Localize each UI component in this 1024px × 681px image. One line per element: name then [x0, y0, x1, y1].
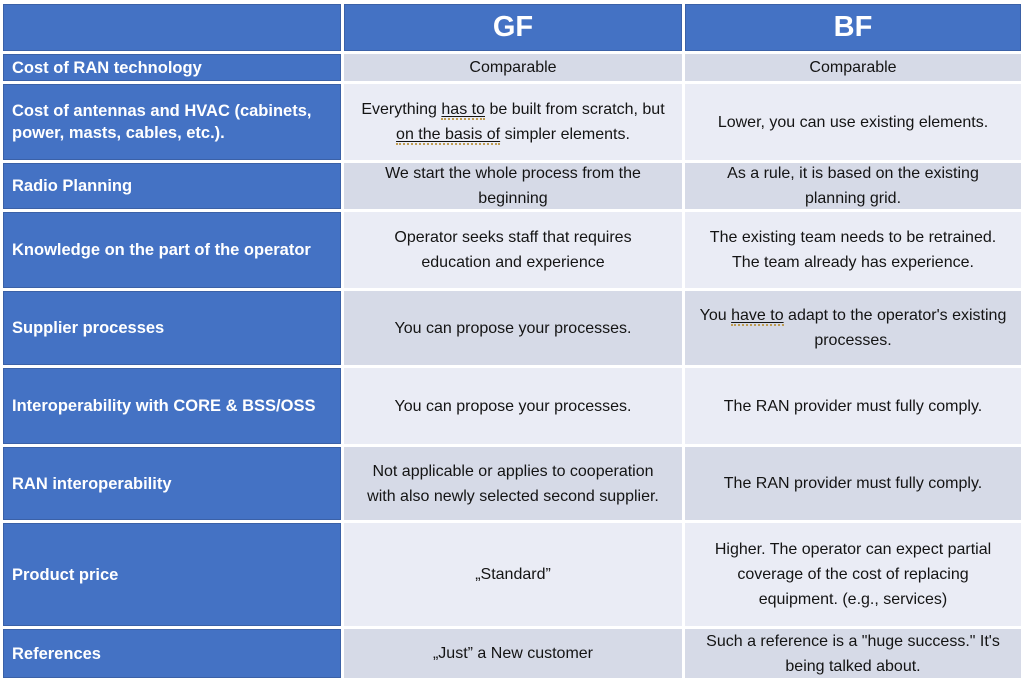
corner-header-cell	[3, 4, 341, 51]
bf-cell-radio-planning: As a rule, it is based on the existing p…	[685, 163, 1021, 209]
bf-cell-ran-interoperability: The RAN provider must fully comply.	[685, 447, 1021, 520]
row-label-ran-interoperability: RAN interoperability	[3, 447, 341, 520]
bf-cell-cost-of-ran-technology: Comparable	[685, 54, 1021, 81]
row-label-interoperability-core-bss-oss: Interoperability with CORE & BSS/OSS	[3, 368, 341, 444]
gf-cell-product-price: „Standard”	[344, 523, 682, 626]
rich-text: You have to adapt to the operator's exis…	[699, 303, 1007, 353]
gf-cell-radio-planning: We start the whole process from the begi…	[344, 163, 682, 209]
bf-cell-interoperability-core-bss-oss: The RAN provider must fully comply.	[685, 368, 1021, 444]
text-segment: simpler elements.	[500, 126, 630, 143]
row-label-cost-of-ran-technology: Cost of RAN technology	[3, 54, 341, 81]
bf-cell-cost-of-antennas-hvac: Lower, you can use existing elements.	[685, 84, 1021, 160]
gf-cell-cost-of-antennas-hvac: Everything has to be built from scratch,…	[344, 84, 682, 160]
row-label-product-price: Product price	[3, 523, 341, 626]
text-segment: Everything	[361, 101, 442, 118]
column-header-gf: GF	[344, 4, 682, 51]
gf-cell-interoperability-core-bss-oss: You can propose your processes.	[344, 368, 682, 444]
text-segment: You	[699, 307, 732, 324]
bf-cell-product-price: Higher. The operator can expect partial …	[685, 523, 1021, 626]
bf-cell-knowledge-of-operator: The existing team needs to be retrained.…	[685, 212, 1021, 288]
grammar-underlined-text: has to	[441, 101, 485, 120]
text-segment: be built from scratch, but	[485, 101, 665, 118]
rich-text: Everything has to be built from scratch,…	[358, 97, 668, 147]
row-label-radio-planning: Radio Planning	[3, 163, 341, 209]
bf-cell-references: Such a reference is a "huge success." It…	[685, 629, 1021, 678]
row-label-cost-of-antennas-hvac: Cost of antennas and HVAC (cabinets, pow…	[3, 84, 341, 160]
row-label-knowledge-of-operator: Knowledge on the part of the operator	[3, 212, 341, 288]
row-label-supplier-processes: Supplier processes	[3, 291, 341, 365]
grammar-underlined-text: on the basis of	[396, 126, 501, 145]
gf-cell-cost-of-ran-technology: Comparable	[344, 54, 682, 81]
gf-cell-ran-interoperability: Not applicable or applies to cooperation…	[344, 447, 682, 520]
bf-cell-supplier-processes: You have to adapt to the operator's exis…	[685, 291, 1021, 365]
grammar-underlined-text: have to	[731, 307, 784, 326]
row-label-references: References	[3, 629, 341, 678]
gf-cell-references: „Just” a New customer	[344, 629, 682, 678]
column-header-bf: BF	[685, 4, 1021, 51]
text-segment: adapt to the operator's existing process…	[783, 307, 1007, 349]
gf-cell-knowledge-of-operator: Operator seeks staff that requires educa…	[344, 212, 682, 288]
gf-cell-supplier-processes: You can propose your processes.	[344, 291, 682, 365]
